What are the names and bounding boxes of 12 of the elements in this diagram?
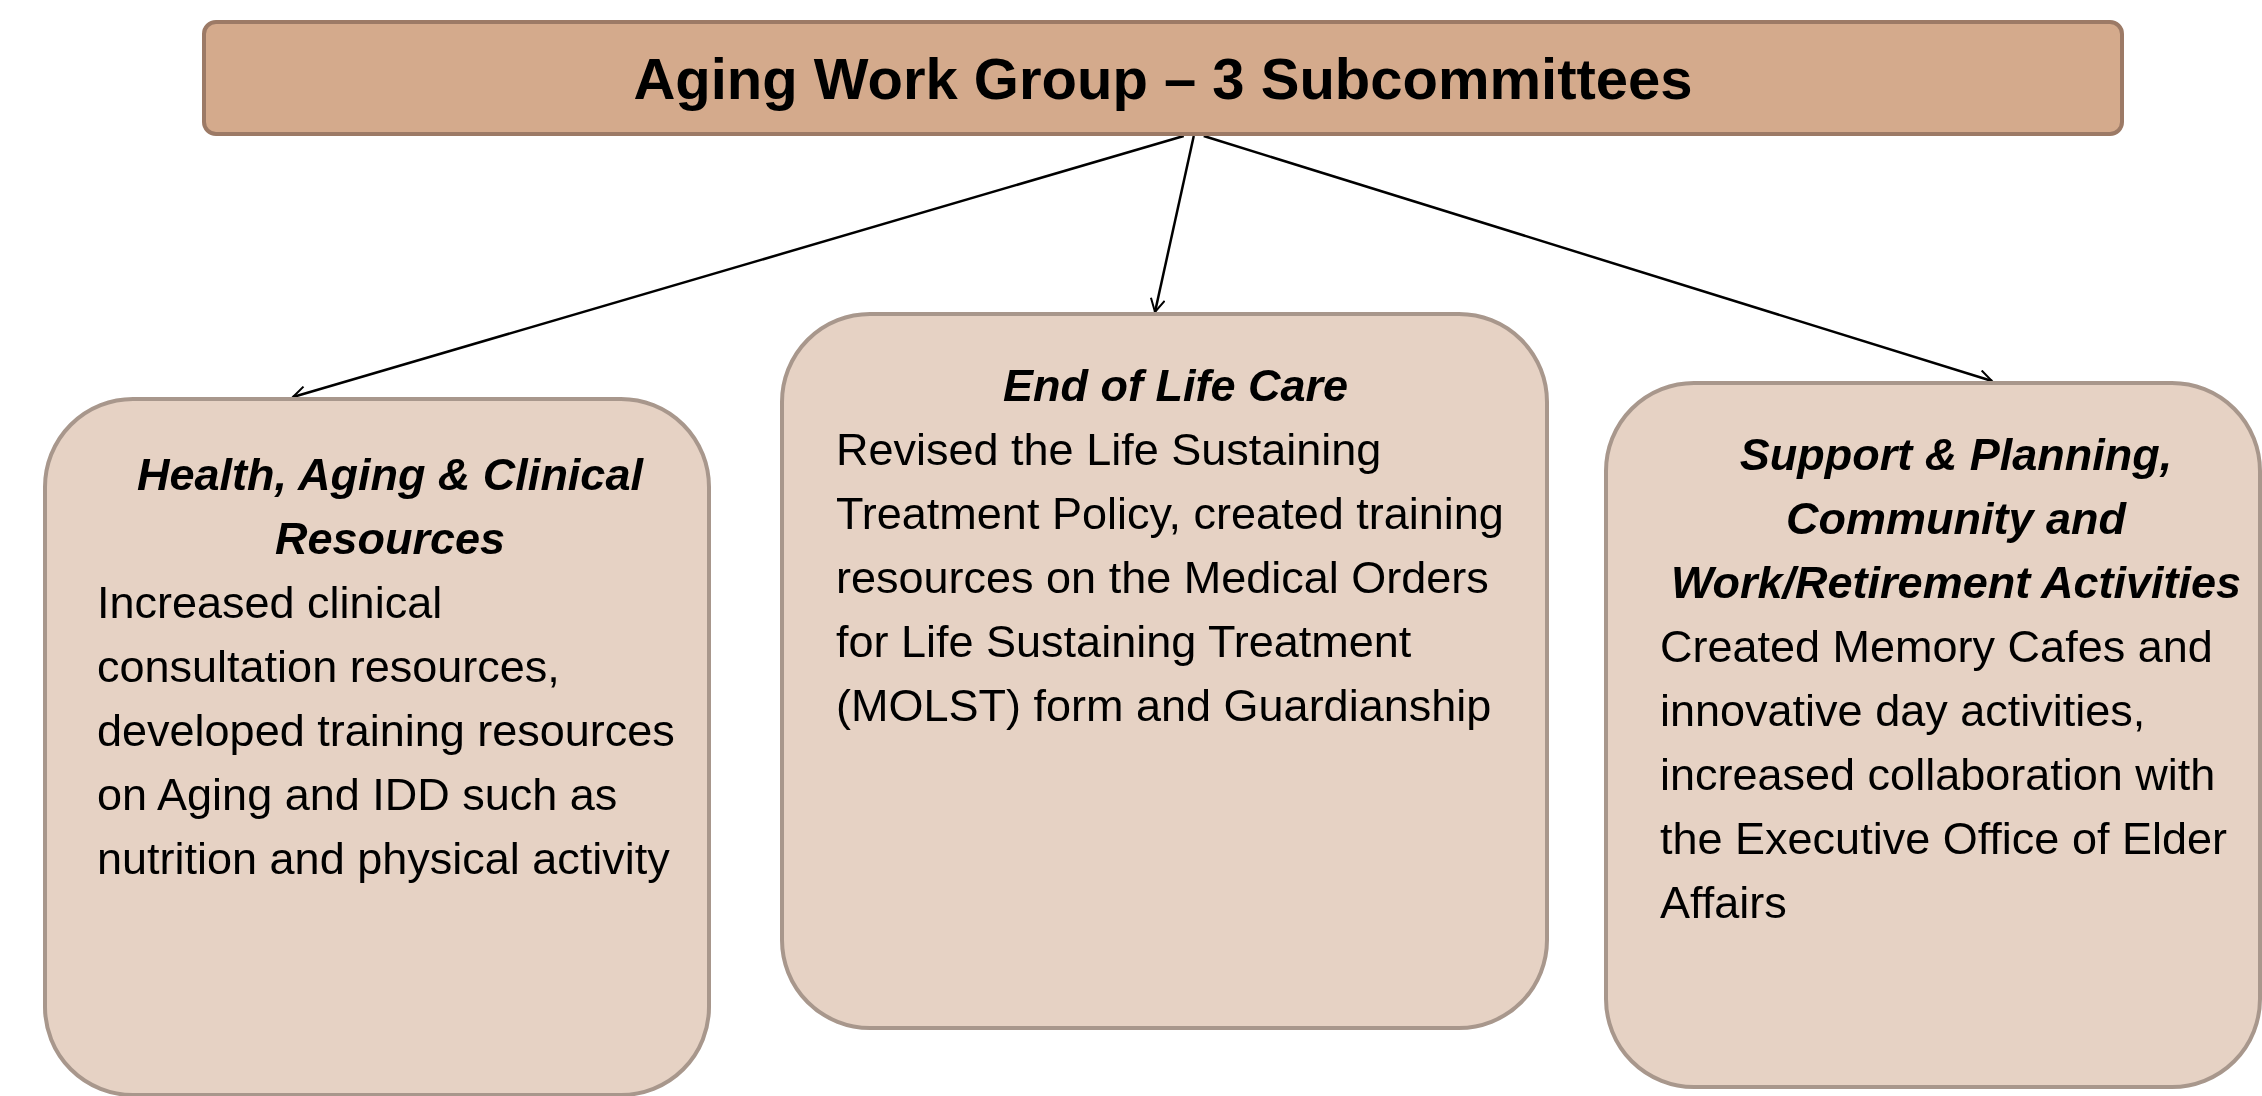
box-heading: Health, Aging & Clinical Resources bbox=[136, 448, 645, 566]
box-body: Created Memory Cafes and innovative day activities, increased collaboration with the Executive Office of Elder Affairs bbox=[1660, 620, 2228, 930]
box-heading: End of Life Care bbox=[1001, 359, 1349, 413]
title-text: Aging Work Group – 3 Subcommittees bbox=[633, 44, 1693, 112]
subcommittee-box bbox=[780, 312, 1549, 1030]
box-body: Increased clinical consultation resources, developed training resources on Aging and IDD such as nutrition and physical activity bbox=[97, 576, 676, 886]
subcommittee-box bbox=[43, 397, 711, 1096]
box-body: Revised the Life Sustaining Treatment Policy, created training resources on the Medical Orders for Life Sustaining Treatment (MOLST) form and Guardianship bbox=[836, 423, 1505, 733]
title-box bbox=[202, 20, 2124, 136]
subcommittee-box bbox=[1604, 381, 2262, 1089]
arrow bbox=[1149, 135, 1195, 313]
box-heading: Support & Planning, Community and Work/Retirement Activities bbox=[1669, 428, 2243, 610]
